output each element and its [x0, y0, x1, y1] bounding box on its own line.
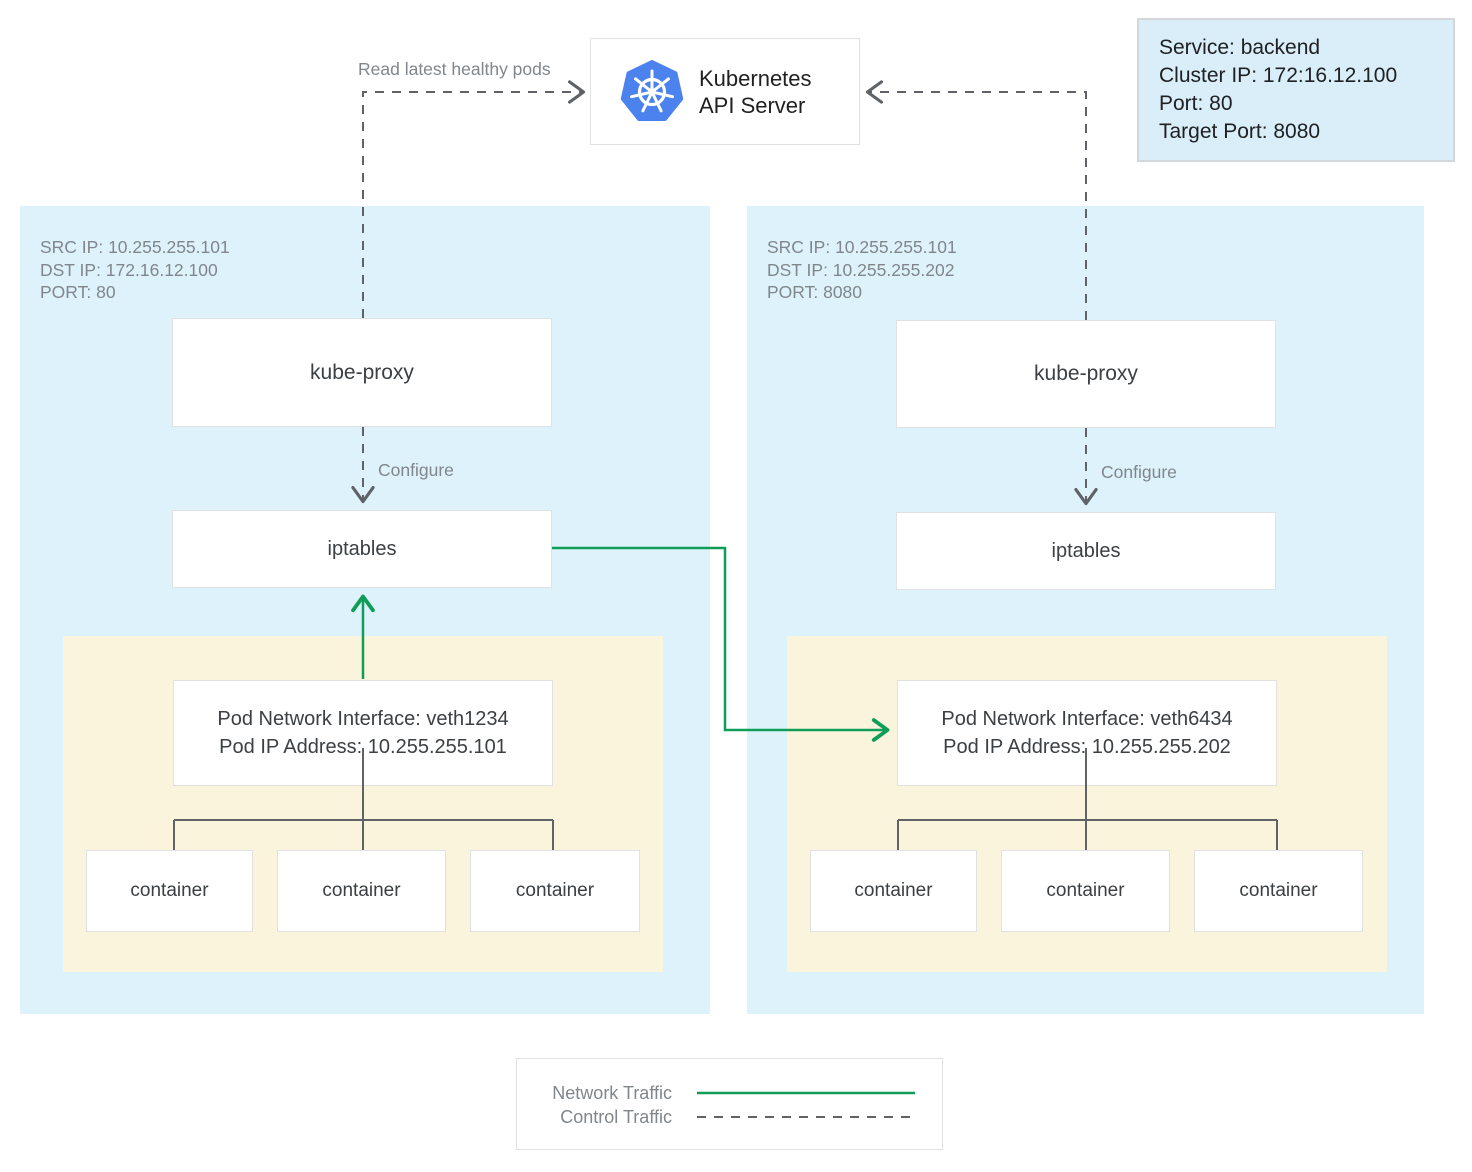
left-container-3: container [470, 850, 640, 932]
right-pod-interface-line2: Pod IP Address: 10.255.255.202 [943, 736, 1231, 758]
left-iptables-label: iptables [327, 537, 397, 560]
read-latest-healthy-pods-label: Read latest healthy pods [358, 59, 551, 79]
right-node-header: SRC IP: 10.255.255.101 DST IP: 10.255.25… [767, 236, 957, 304]
right-iptables-box: iptables [896, 512, 1276, 590]
left-kube-proxy-box: kube-proxy [172, 318, 552, 427]
right-kube-proxy-box: kube-proxy [896, 320, 1276, 428]
right-container-2: container [1001, 850, 1170, 932]
left-dst-ip: DST IP: 172.16.12.100 [40, 259, 218, 280]
right-src-ip: SRC IP: 10.255.255.101 [767, 237, 957, 257]
left-kube-proxy-label: kube-proxy [310, 360, 414, 384]
service-port: Port: 80 [1159, 92, 1233, 115]
legend-network-label: Network Traffic [552, 1083, 672, 1103]
configure-label-left: Configure [378, 460, 454, 480]
right-container-2-label: container [1046, 880, 1125, 901]
left-iptables-box: iptables [172, 510, 552, 588]
service-name: Service: backend [1159, 36, 1321, 59]
left-container-2-label: container [322, 880, 401, 901]
left-src-ip: SRC IP: 10.255.255.101 [40, 237, 230, 257]
left-container-2: container [277, 850, 446, 932]
right-iptables-label: iptables [1051, 539, 1121, 562]
right-dst-ip: DST IP: 10.255.255.202 [767, 259, 955, 280]
service-info-box: Service: backend Cluster IP: 172:16.12.1… [1137, 18, 1455, 162]
right-container-1: container [810, 850, 977, 932]
api-server-label-line1: Kubernetes [699, 65, 812, 91]
right-pod-interface-line1: Pod Network Interface: veth6434 [941, 708, 1233, 730]
configure-label-right: Configure [1101, 462, 1177, 482]
left-port: PORT: 80 [40, 282, 116, 302]
left-pod-interface-line2: Pod IP Address: 10.255.255.101 [219, 736, 507, 758]
left-container-3-label: container [515, 880, 595, 901]
left-container-1-label: container [130, 880, 209, 901]
kubernetes-wheel-rim [637, 77, 667, 106]
right-kube-proxy-label: kube-proxy [1034, 362, 1138, 385]
legend-control-label: Control Traffic [560, 1107, 672, 1127]
api-server-label: Kubernetes API Server [699, 65, 812, 119]
right-container-3-label: container [1239, 880, 1318, 901]
legend-box [516, 1058, 943, 1150]
right-container-3: container [1194, 850, 1363, 932]
left-node-header: SRC IP: 10.255.255.101 DST IP: 172.16.12… [40, 236, 230, 304]
service-cluster-ip: Cluster IP: 172:16.12.100 [1159, 64, 1398, 87]
left-container-1: container [86, 850, 253, 932]
right-container-1-label: container [854, 880, 933, 901]
api-server-label-line2: API Server [699, 92, 806, 118]
api-server-box: Kubernetes API Server [590, 38, 860, 145]
right-port: PORT: 8080 [767, 282, 863, 302]
left-pod-interface-box: Pod Network Interface: veth1234 Pod IP A… [173, 680, 553, 786]
left-pod-interface-line1: Pod Network Interface: veth1234 [217, 708, 509, 730]
right-pod-interface-box: Pod Network Interface: veth6434 Pod IP A… [897, 680, 1277, 786]
kubernetes-wheel-hub [648, 87, 656, 96]
kubernetes-icon [620, 59, 684, 121]
service-target-port: Target Port: 8080 [1159, 120, 1321, 143]
